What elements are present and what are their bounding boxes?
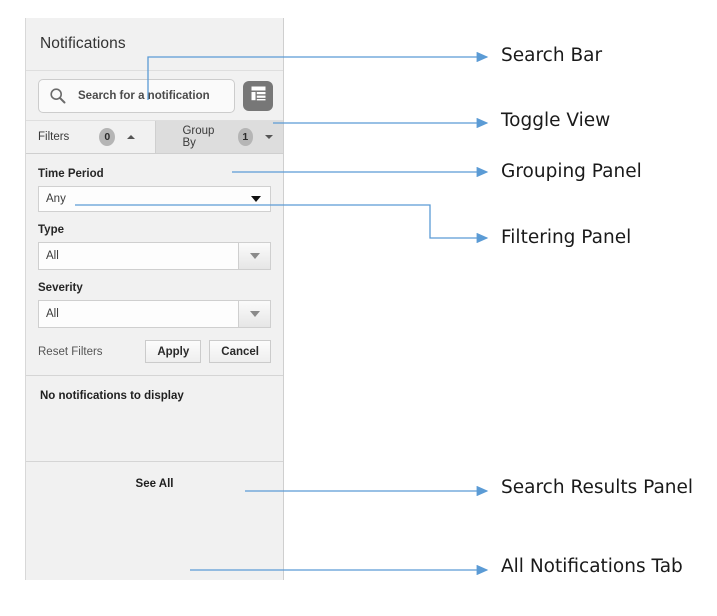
severity-select[interactable]: All [38,300,271,328]
time-period-value: Any [46,193,66,205]
type-select[interactable]: All [38,242,271,270]
apply-button[interactable]: Apply [145,340,202,363]
annotation-search-bar: Search Bar [501,45,603,66]
type-value: All [46,250,59,262]
list-layout-icon [250,85,267,107]
tab-filters-label: Filters [38,131,70,143]
type-dropdown-button[interactable] [238,243,270,269]
tab-filters[interactable]: Filters 0 [26,121,156,153]
chevron-up-icon[interactable] [127,135,136,139]
time-period-label: Time Period [38,168,104,180]
search-bar-row: Search for a notification [26,71,283,121]
panel-tabs: Filters 0 Group By 1 [26,121,283,153]
tab-group-by-label: Group By [182,125,215,149]
tab-group-by-badge: 1 [237,128,253,146]
all-notifications-tab[interactable]: See All [26,461,283,505]
tab-group-by[interactable]: Group By 1 [155,121,283,153]
chevron-down-icon [249,253,260,259]
type-label: Type [38,224,64,236]
panel-header: Notifications [26,18,283,71]
annotation-search-results-panel: Search Results Panel [501,477,694,498]
see-all-label: See All [135,477,174,490]
tab-filters-badge: 0 [99,128,116,146]
filter-actions: Reset Filters Apply Cancel [38,340,271,363]
search-placeholder: Search for a notification [78,89,210,102]
chevron-down-icon [251,196,261,202]
search-icon [45,83,71,109]
annotation-all-notifications-tab: All Notifications Tab [501,556,683,577]
severity-value: All [46,308,59,320]
annotation-filtering-panel: Filtering Panel [501,227,632,248]
cancel-button[interactable]: Cancel [209,340,271,363]
annotation-grouping-panel: Grouping Panel [501,161,642,182]
severity-dropdown-button[interactable] [238,301,270,327]
search-results-panel: No notifications to display [26,375,283,461]
chevron-down-icon[interactable] [265,135,273,139]
severity-label: Severity [38,282,83,294]
annotation-toggle-view: Toggle View [501,110,611,131]
empty-state-message: No notifications to display [40,390,184,402]
search-input[interactable]: Search for a notification [38,78,235,113]
filtering-panel: Time Period Any Type All Severity All Re… [26,153,283,375]
page-title: Notifications [40,35,126,52]
reset-filters-link[interactable]: Reset Filters [38,345,103,358]
time-period-select[interactable]: Any [38,186,271,212]
toggle-view-button[interactable] [243,80,273,111]
chevron-down-icon [249,311,260,317]
notifications-panel: Notifications Search for a notification [25,18,284,580]
